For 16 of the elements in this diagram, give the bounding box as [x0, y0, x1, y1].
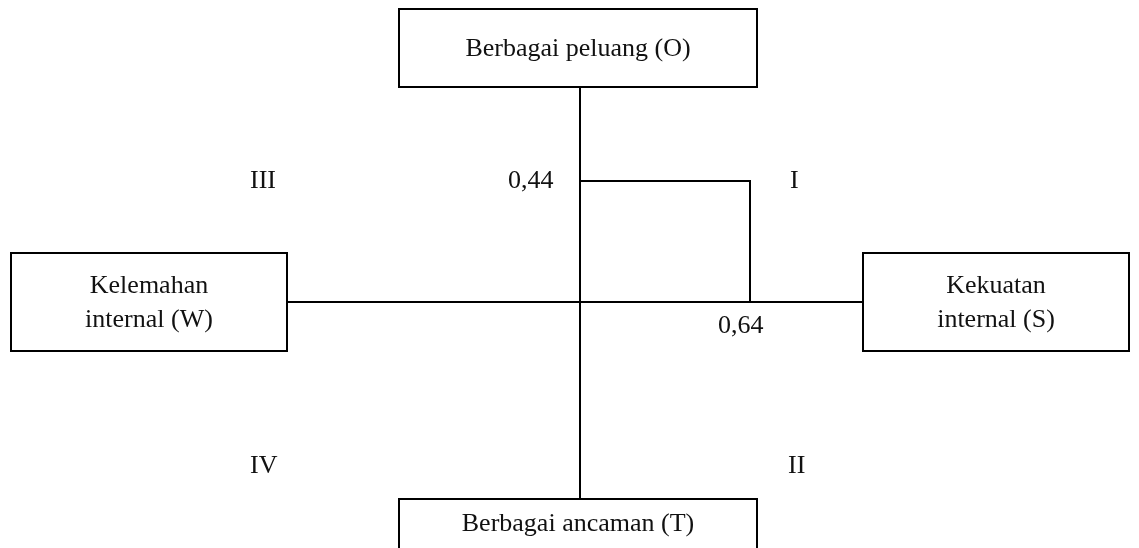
- text-box: [398, 498, 758, 548]
- text-box: [862, 252, 1130, 352]
- quadrant-number: I: [790, 165, 799, 195]
- axis-value: 0,64: [718, 310, 764, 340]
- quadrant-number: II: [788, 450, 806, 480]
- quadrant-number: III: [250, 165, 276, 195]
- axis-line: [287, 301, 863, 303]
- axis-value: 0,44: [508, 165, 554, 195]
- quadrant-number: IV: [250, 450, 278, 480]
- box-label: Kelemahan internal (W): [84, 269, 214, 335]
- axis-line: [579, 87, 581, 499]
- text-box: [10, 252, 288, 352]
- text-box: [398, 8, 758, 88]
- box-label: Kekuatan internal (S): [936, 269, 1056, 335]
- box-label: Berbagai ancaman (T): [461, 507, 695, 539]
- box-label: Berbagai peluang (O): [465, 32, 691, 65]
